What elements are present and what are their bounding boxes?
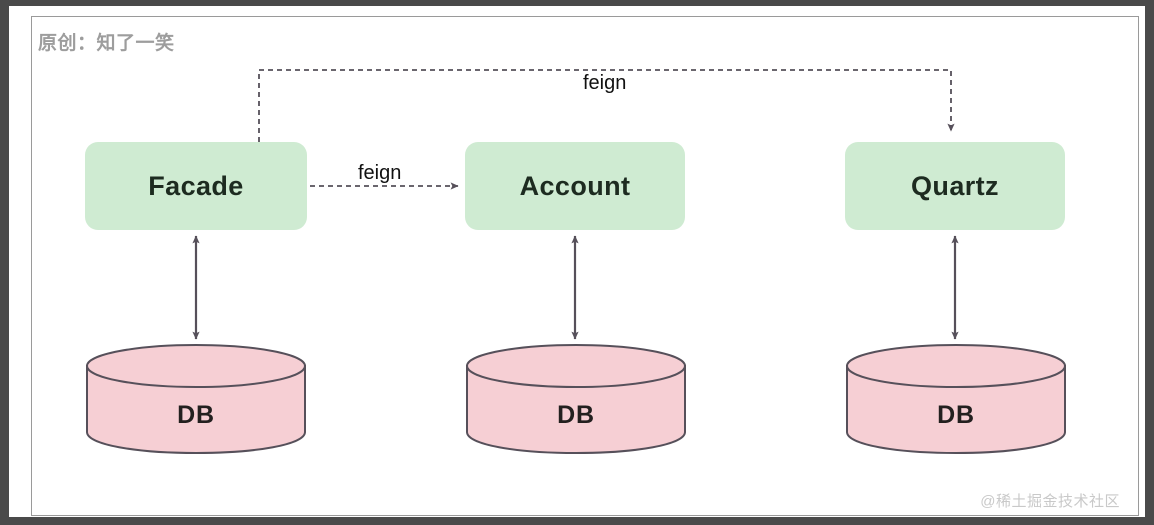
database-cylinder-icon <box>846 344 1066 455</box>
service-node-facade[interactable]: Facade <box>85 142 307 230</box>
database-cylinder-icon <box>86 344 306 455</box>
connector-label-feign-top: feign <box>578 72 632 95</box>
database-node-facade[interactable]: DB <box>85 343 307 455</box>
service-label-quartz: Quartz <box>911 170 999 201</box>
service-node-account[interactable]: Account <box>465 142 685 230</box>
database-cylinder-icon <box>466 344 686 455</box>
service-label-account: Account <box>519 170 631 201</box>
connector-label-feign-mid: feign <box>353 162 407 185</box>
database-node-quartz[interactable]: DB <box>845 343 1067 455</box>
database-node-account[interactable]: DB <box>465 343 687 455</box>
service-label-facade: Facade <box>148 170 244 201</box>
credit-text: 原创：知了一笑 <box>38 33 175 54</box>
watermark-text: @稀土掘金技术社区 <box>980 493 1120 510</box>
service-node-quartz[interactable]: Quartz <box>845 142 1065 230</box>
